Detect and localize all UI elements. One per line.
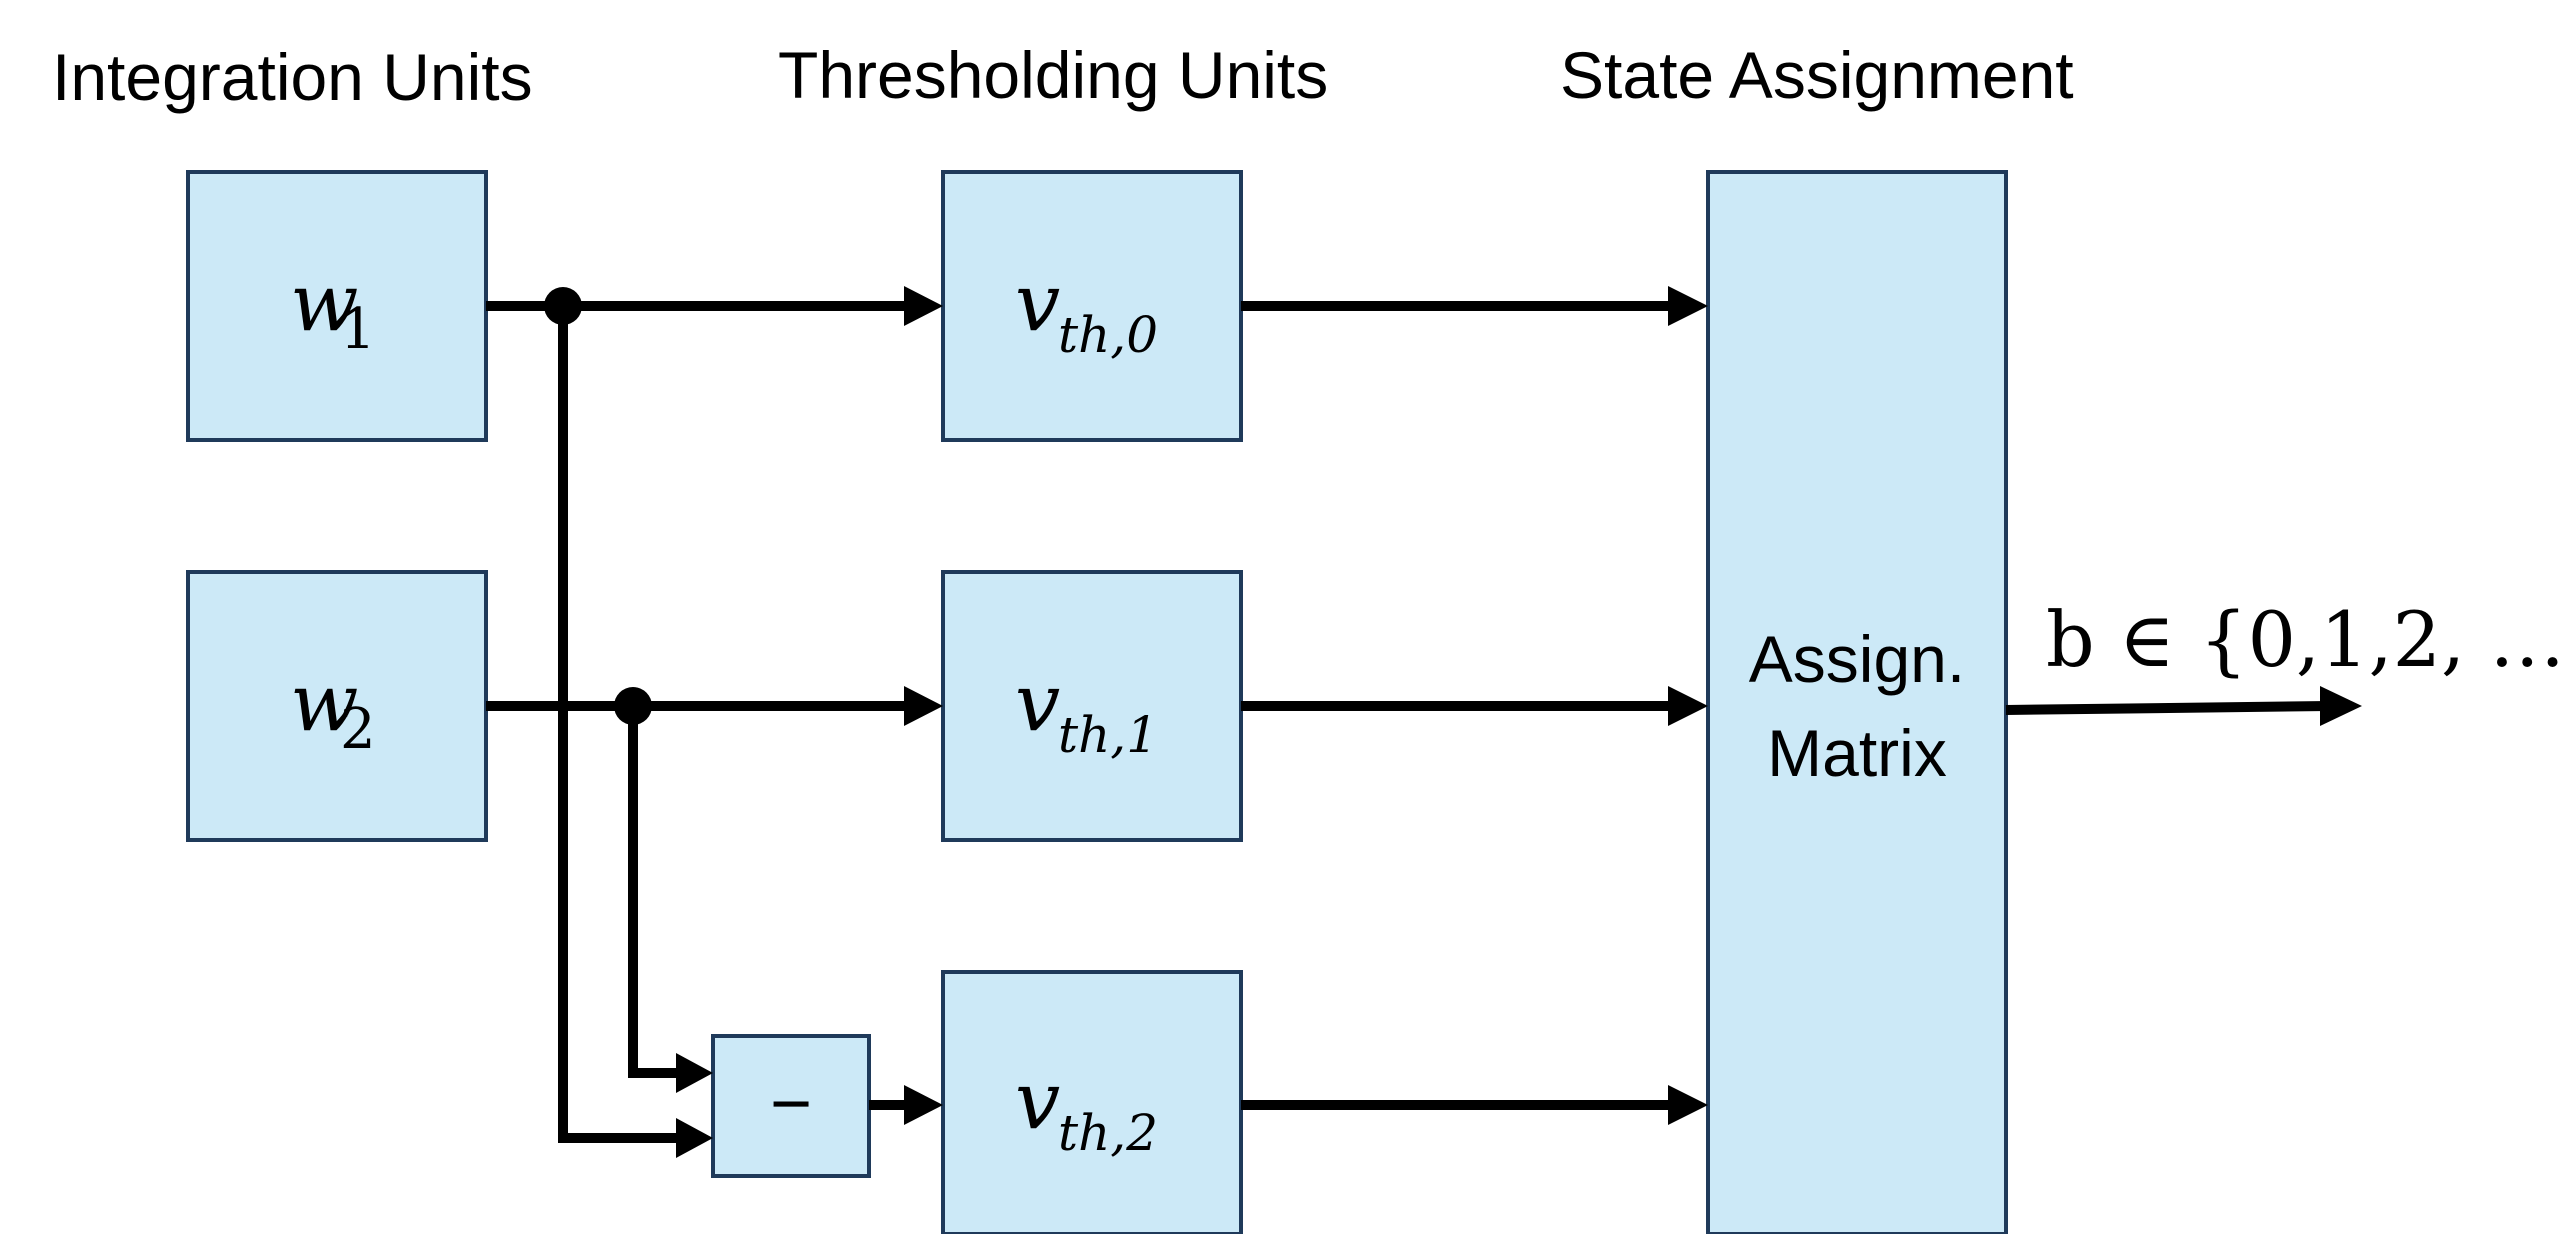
header-integration-units: Integration Units bbox=[52, 40, 533, 114]
wire-w1-to-subtract bbox=[558, 306, 684, 1143]
w1-symbol: w bbox=[290, 256, 358, 349]
vth1-subscript: th,1 bbox=[1058, 706, 1158, 764]
vth2-subscript: th,2 bbox=[1058, 1104, 1158, 1162]
output-label: b ∈ {0,1,2, … } bbox=[2046, 595, 2566, 684]
wire-w2-to-subtract bbox=[628, 706, 684, 1078]
w2-subscript: 2 bbox=[340, 697, 376, 762]
arrowhead-subtract-in-bottom bbox=[676, 1118, 713, 1158]
assign-matrix-line2: Matrix bbox=[1767, 716, 1947, 790]
arrowhead-vth1-in bbox=[904, 686, 943, 726]
integration-unit-w1: w 1 bbox=[186, 170, 488, 442]
w1-subscript: 1 bbox=[340, 297, 376, 362]
arrowhead-matrix-in-0 bbox=[1668, 286, 1708, 326]
arrowhead-vth0-in bbox=[904, 286, 943, 326]
header-state-assignment: State Assignment bbox=[1560, 38, 2074, 112]
threshold-unit-2: v th,2 bbox=[941, 970, 1243, 1234]
vth0-symbol: v bbox=[1015, 256, 1060, 349]
threshold-unit-1: v th,1 bbox=[941, 570, 1243, 842]
minus-operator: − bbox=[770, 1064, 812, 1144]
arrowhead-matrix-in-1 bbox=[1668, 686, 1708, 726]
arrowhead-subtract-in-top bbox=[676, 1053, 713, 1093]
wire-matrix-output bbox=[2005, 701, 2329, 715]
arrowhead-vth2-in bbox=[904, 1085, 943, 1125]
arrowhead-matrix-in-2 bbox=[1668, 1085, 1708, 1125]
vth0-subscript: th,0 bbox=[1058, 306, 1158, 364]
w2-symbol: w bbox=[290, 656, 358, 749]
header-thresholding-units: Thresholding Units bbox=[778, 38, 1328, 112]
threshold-unit-0: v th,0 bbox=[941, 170, 1243, 442]
assign-matrix-block: Assign. Matrix bbox=[1706, 170, 2008, 1234]
assign-matrix-line1: Assign. bbox=[1749, 622, 1965, 696]
vth2-symbol: v bbox=[1015, 1054, 1060, 1147]
integration-unit-w2: w 2 bbox=[186, 570, 488, 842]
arrowhead-output bbox=[2320, 686, 2362, 726]
vth1-symbol: v bbox=[1015, 656, 1060, 749]
subtract-unit: − bbox=[711, 1034, 871, 1178]
